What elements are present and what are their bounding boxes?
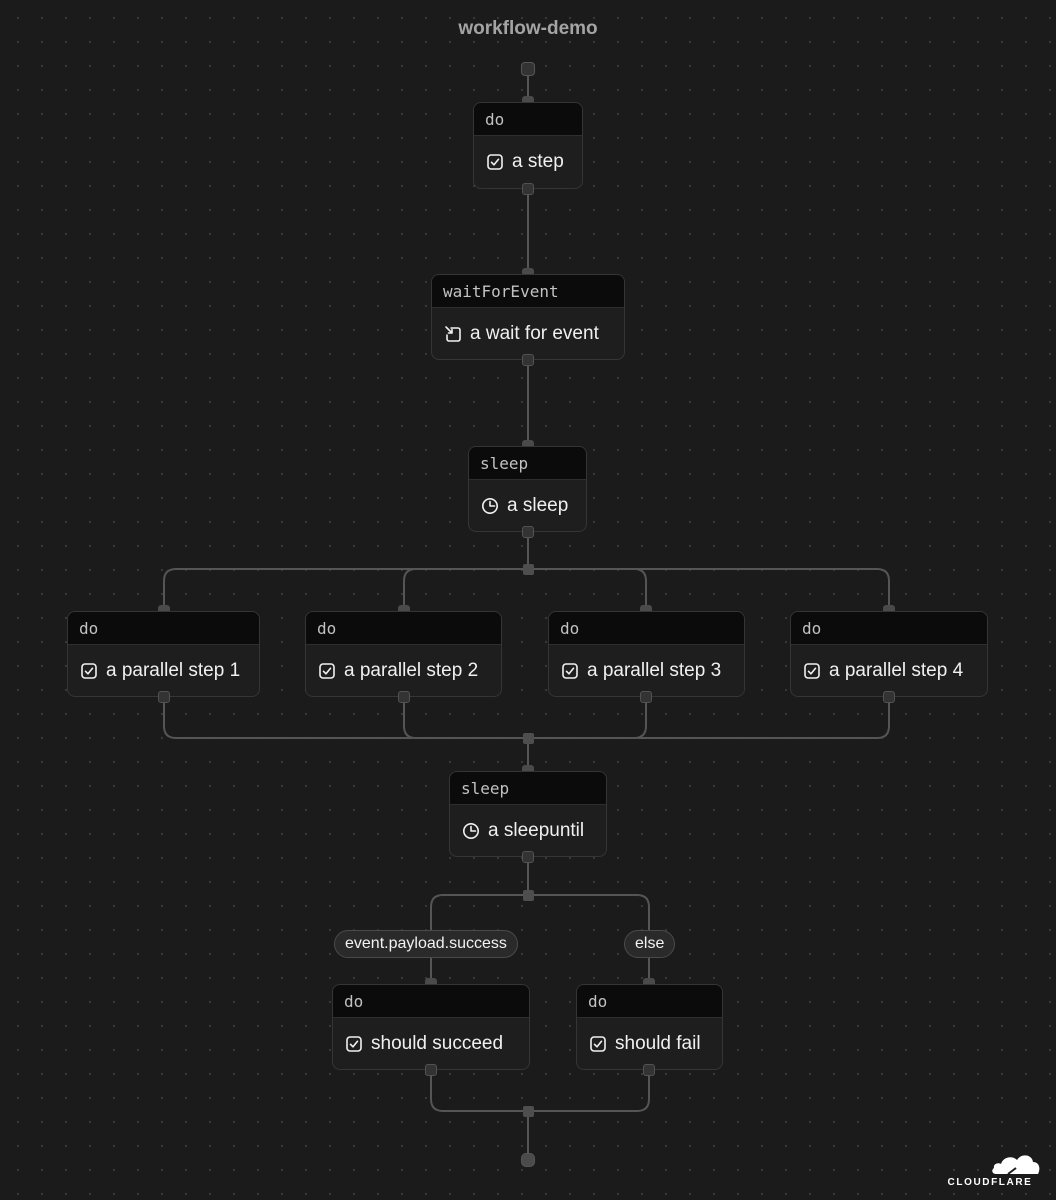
output-port[interactable] bbox=[158, 691, 170, 703]
workflow-title: workflow-demo bbox=[458, 18, 598, 39]
check-square-icon bbox=[319, 663, 335, 679]
cloudflare-cloud-icon bbox=[992, 1155, 1040, 1175]
edge-fork-to-parallel-2 bbox=[403, 568, 529, 612]
output-port[interactable] bbox=[643, 1064, 655, 1076]
node-label: should fail bbox=[615, 1033, 701, 1054]
check-square-icon bbox=[804, 663, 820, 679]
check-square-icon bbox=[562, 663, 578, 679]
output-port[interactable] bbox=[883, 691, 895, 703]
input-port bbox=[643, 978, 655, 984]
node-parallel-step-1[interactable]: do a parallel step 1 bbox=[67, 611, 260, 697]
node-type: do bbox=[306, 612, 501, 645]
node-parallel-step-2[interactable]: do a parallel step 2 bbox=[305, 611, 502, 697]
branch-junction bbox=[523, 890, 534, 901]
node-label: a sleepuntil bbox=[488, 820, 585, 841]
output-port[interactable] bbox=[522, 183, 534, 195]
workflow-start-terminal bbox=[521, 62, 535, 76]
clock-icon bbox=[482, 498, 498, 514]
wait-event-icon bbox=[445, 326, 461, 342]
node-label: should succeed bbox=[371, 1033, 504, 1054]
node-should-fail[interactable]: do should fail bbox=[576, 984, 723, 1070]
edge-parallel-2-to-join bbox=[403, 696, 529, 739]
input-port bbox=[425, 978, 437, 984]
node-label: a parallel step 2 bbox=[344, 660, 479, 681]
input-port bbox=[158, 605, 170, 611]
output-port[interactable] bbox=[425, 1064, 437, 1076]
node-a-sleepuntil[interactable]: sleep a sleepuntil bbox=[449, 771, 607, 857]
node-label: a step bbox=[512, 151, 564, 172]
node-type: waitForEvent bbox=[432, 275, 624, 308]
node-should-succeed[interactable]: do should succeed bbox=[332, 984, 530, 1070]
cloudflare-wordmark: CLOUDFLARE bbox=[947, 1177, 1033, 1188]
node-a-step[interactable]: do a step bbox=[473, 102, 583, 189]
parallel-join-junction bbox=[523, 733, 534, 744]
input-port bbox=[522, 96, 534, 102]
output-port[interactable] bbox=[522, 851, 534, 863]
node-label: a parallel step 3 bbox=[587, 660, 722, 681]
input-port bbox=[640, 605, 652, 611]
node-type: do bbox=[791, 612, 987, 645]
node-parallel-step-4[interactable]: do a parallel step 4 bbox=[790, 611, 988, 697]
node-type: sleep bbox=[469, 447, 586, 480]
input-port bbox=[522, 268, 534, 274]
edge-branch-to-fail bbox=[527, 894, 650, 985]
edge-parallel-4-to-join bbox=[527, 696, 890, 739]
input-port bbox=[522, 440, 534, 446]
output-port[interactable] bbox=[522, 354, 534, 366]
edge-succeed-to-merge bbox=[430, 1069, 529, 1112]
edge-fail-to-merge bbox=[527, 1069, 650, 1112]
workflow-end-terminal bbox=[521, 1153, 535, 1167]
check-square-icon bbox=[487, 154, 503, 170]
node-type: do bbox=[474, 103, 582, 136]
node-type: do bbox=[68, 612, 259, 645]
check-square-icon bbox=[346, 1036, 362, 1052]
edge-fork-to-parallel-1 bbox=[163, 568, 529, 612]
output-port[interactable] bbox=[640, 691, 652, 703]
branch-condition-else: else bbox=[624, 930, 676, 958]
node-label: a parallel step 1 bbox=[106, 660, 241, 681]
node-a-sleep[interactable]: sleep a sleep bbox=[468, 446, 587, 532]
edge-branch-to-succeed bbox=[430, 894, 529, 985]
output-port[interactable] bbox=[522, 526, 534, 538]
node-label: a sleep bbox=[507, 495, 569, 516]
input-port bbox=[398, 605, 410, 611]
node-type: sleep bbox=[450, 772, 606, 805]
node-type: do bbox=[577, 985, 722, 1018]
edge-parallel-1-to-join bbox=[163, 696, 529, 739]
output-port[interactable] bbox=[398, 691, 410, 703]
node-type: do bbox=[333, 985, 529, 1018]
input-port bbox=[522, 765, 534, 771]
input-port bbox=[883, 605, 895, 611]
parallel-fork-junction bbox=[523, 564, 534, 575]
merge-junction bbox=[523, 1106, 534, 1117]
cloudflare-logo: CLOUDFLARE bbox=[942, 1150, 1042, 1190]
node-parallel-step-3[interactable]: do a parallel step 3 bbox=[548, 611, 745, 697]
check-square-icon bbox=[590, 1036, 606, 1052]
edge-parallel-3-to-join bbox=[527, 696, 647, 739]
check-square-icon bbox=[81, 663, 97, 679]
node-type: do bbox=[549, 612, 744, 645]
node-wait-for-event[interactable]: waitForEvent a wait for event bbox=[431, 274, 625, 360]
clock-icon bbox=[463, 823, 479, 839]
node-label: a wait for event bbox=[470, 323, 599, 344]
edge-fork-to-parallel-3 bbox=[527, 568, 647, 612]
branch-condition-if: event.payload.success bbox=[334, 930, 518, 958]
edge-fork-to-parallel-4 bbox=[527, 568, 890, 612]
node-label: a parallel step 4 bbox=[829, 660, 964, 681]
